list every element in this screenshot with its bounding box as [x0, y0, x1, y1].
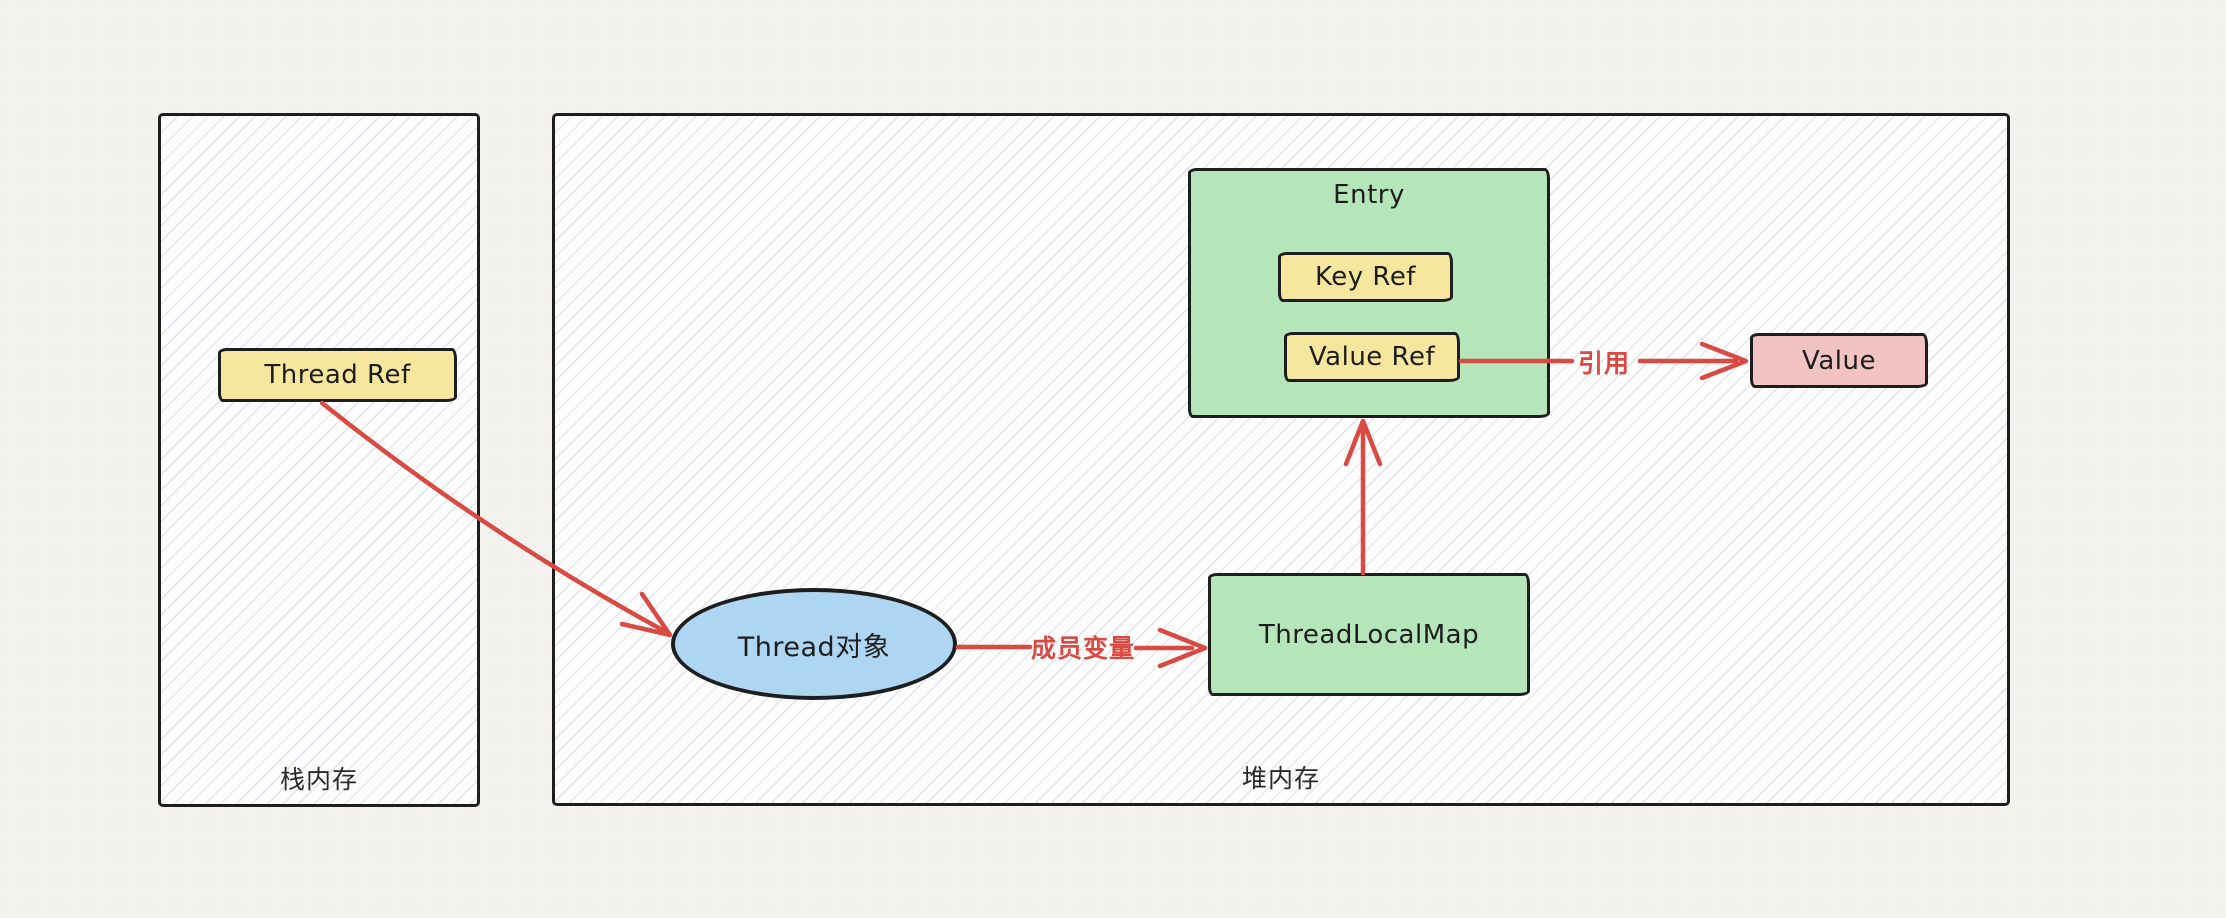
key-ref-node: Key Ref [1278, 252, 1453, 302]
member-variable-edge-label: 成员变量 [1030, 634, 1136, 663]
stack-memory-region: 栈内存 [158, 113, 480, 807]
thread-ref-node: Thread Ref [218, 348, 457, 402]
value-ref-node: Value Ref [1284, 332, 1460, 382]
thread-local-map-node: ThreadLocalMap [1208, 573, 1530, 696]
value-ref-label: Value Ref [1308, 342, 1436, 372]
stack-memory-label: 栈内存 [279, 765, 358, 794]
heap-memory-label: 堆内存 [1241, 764, 1320, 793]
entry-title: Entry [1333, 180, 1405, 210]
reference-edge-label: 引用 [1577, 349, 1631, 378]
key-ref-label: Key Ref [1315, 262, 1416, 292]
value-node: Value [1750, 333, 1928, 388]
thread-object-node: Thread对象 [671, 588, 957, 700]
thread-object-label: Thread对象 [737, 631, 891, 663]
value-label: Value [1802, 345, 1876, 376]
thread-local-map-label: ThreadLocalMap [1258, 619, 1480, 650]
thread-ref-label: Thread Ref [264, 360, 411, 390]
entry-node: Entry Key Ref Value Ref [1188, 168, 1550, 418]
